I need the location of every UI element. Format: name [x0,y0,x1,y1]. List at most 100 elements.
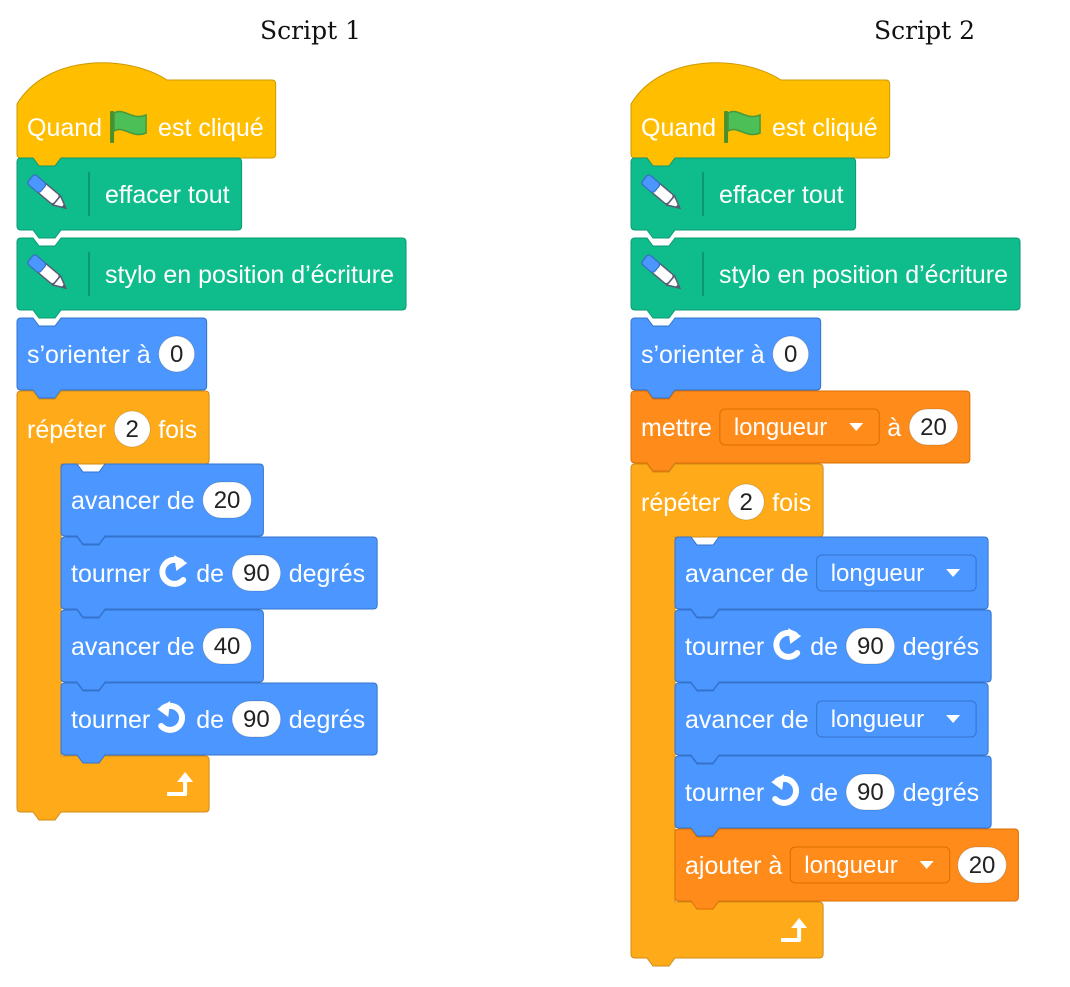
script-1-body-2-turn-right-block-input[interactable] [231,554,282,592]
script-2-body-3-move-block-dropdown-label: longueur [831,706,924,733]
turn-left-icon-head [771,774,785,790]
script-1-body-1-move-block-input[interactable] [202,481,252,519]
pen-icon [27,254,68,290]
flag-pole [110,111,115,143]
pen-icon [641,174,682,210]
turn-left-icon-head [157,701,171,717]
turn-right-icon-head [788,628,802,644]
script-1-pen-block-1-text: effacer tout [105,181,230,209]
script-1-body-4-turn-left-block-shape [60,682,378,764]
script-1-orient-block-shape [16,317,208,399]
script-2-body-4-turn-left-block-input[interactable] [845,773,896,811]
flag-cloth [113,110,147,136]
script-1-repeat-input-value: 2 [126,416,139,443]
script-2-body-5-change-variable-block-dropdown[interactable] [789,846,951,884]
script-2-body-4-turn-left-block-text: degrés [903,779,979,807]
script-1-body-3-move-block-text: avancer de [71,633,195,661]
script-2-body-2-turn-right-block-text: tourner [685,633,764,661]
script-1-repeat-input[interactable] [113,410,151,448]
script-1-pen-block-1[interactable]: effacer tout [16,157,243,239]
pen-tip [51,194,68,210]
script-1-body-4-turn-left-block-text: degrés [289,706,365,734]
script-2-pen-block-1[interactable]: effacer tout [630,157,857,239]
script-2-set-variable-block-text: mettre [641,414,712,442]
script-2-set-variable-block-text: à [887,414,901,442]
script-1-body-4-turn-left-block-input[interactable] [231,700,282,738]
script-2-orient-block-shape [630,317,822,399]
script-2-repeat-input-value: 2 [740,489,753,516]
script-2-body-2-turn-right-block-text: de [810,633,838,661]
script-1-body-4-turn-left-block-input-value: 90 [243,706,270,733]
script-2-repeat-input[interactable] [727,483,765,521]
script-2-body-2-turn-right-block-input[interactable] [845,627,896,665]
chevron-down-icon [919,861,934,869]
pen-icon [27,174,68,210]
turn-right-icon-shape [773,628,802,660]
script-2-body-4-turn-left-block-input-value: 90 [857,779,884,806]
script-1-body-3-move-block-input-value: 40 [214,633,241,660]
pen-nib [61,204,66,209]
pen-cap [641,174,661,193]
script-1-orient-block-input[interactable] [158,335,196,373]
turn-right-icon-head [174,555,188,571]
script-2-set-variable-block-dropdown[interactable] [719,408,880,446]
script-1-body-2-turn-right-block-shape [60,536,378,618]
loop-arrow-line [781,926,802,942]
turn-left-icon [157,701,185,733]
script-2-body-3-move-block-dropdown[interactable] [816,700,977,738]
script-2-repeat-block[interactable]: répéter 2 fois [630,463,824,967]
green-flag-icon [724,110,761,143]
script-2-orient-block-input[interactable] [772,335,810,373]
script-1-body-1-move-block-text: avancer de [71,487,195,515]
script-2-body-2-turn-right-block-input-value: 90 [857,633,884,660]
script-2-body-1-move-block-dropdown[interactable] [816,554,977,592]
loop-arrow-head [791,918,808,928]
script-1-pen-block-2[interactable]: stylo en position d’écriture [16,237,407,319]
script-1-body-3-move-block[interactable]: avancer de 40 [60,609,264,691]
script-1-body-1-move-block[interactable]: avancer de 20 [60,463,264,545]
script-2-body-4-turn-left-block-text: tourner [685,779,764,807]
pen-tip [665,274,682,290]
pen-cap [641,254,661,273]
loop-arrow-head [177,772,194,782]
script-1-body-1-move-block-input-value: 20 [214,487,241,514]
script-2-pen-block-2[interactable]: stylo en position d’écriture [630,237,1021,319]
script-1-body-2-turn-right-block-text: tourner [71,560,150,588]
pen-nib [675,204,680,209]
repeat-shape [16,390,210,821]
script-2-body-5-change-variable-block-input[interactable] [957,846,1007,884]
pen-nib [675,284,680,289]
script-1-orient-block-text: s’orienter à [27,341,151,369]
script-1-body-3-move-block-input[interactable] [202,627,252,665]
script-2-pen-block-2-shape [630,237,1021,319]
turn-right-icon-shape [159,555,188,587]
script-2-repeat-text: répéter [641,489,720,517]
turn-right-icon-arc [773,629,801,660]
script-2-body-3-move-block-text: avancer de [685,706,809,734]
turn-left-icon [771,774,799,806]
script-2-body-5-change-variable-block-input-value: 20 [969,852,996,879]
script-1-body-2-turn-right-block-text: degrés [289,560,365,588]
script-1-pen-block-2-shape [16,237,407,319]
loop-arrow-icon [781,918,808,942]
script-2-set-variable-block-input[interactable] [908,408,959,446]
loop-arrow-line [167,780,188,796]
pen-icon [641,254,682,290]
script-1-hat-text: Quand [27,114,102,142]
script-2-body-3-move-block[interactable]: avancer de longueur [674,682,989,764]
script-2-repeat-text: fois [772,489,811,517]
script-2-body-2-turn-right-block-shape [674,609,992,691]
